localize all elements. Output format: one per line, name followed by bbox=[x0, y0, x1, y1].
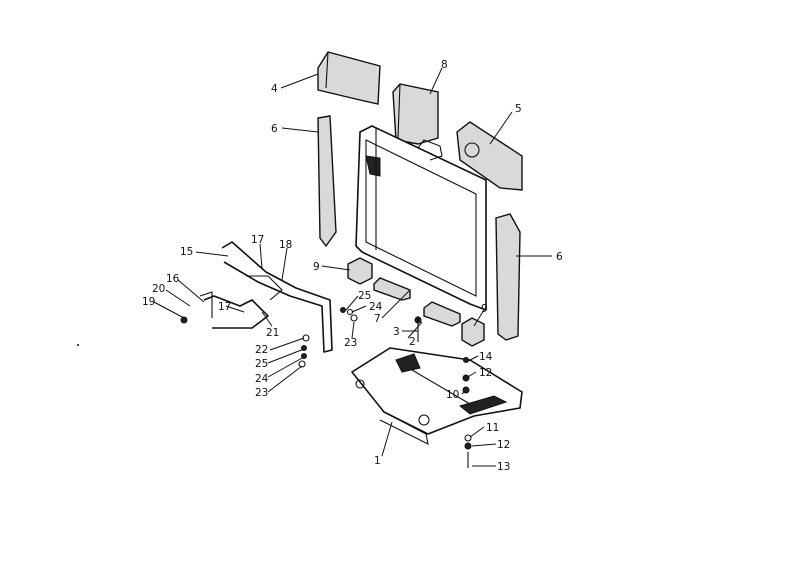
callout-13: 13 bbox=[497, 461, 510, 473]
hardware-stack-left bbox=[298, 334, 310, 368]
callout-6-left: 6 bbox=[271, 123, 278, 135]
callout-24-left: 24 bbox=[255, 373, 269, 385]
callout-3: 3 bbox=[393, 326, 400, 338]
callout-12-upper: 12 bbox=[479, 367, 492, 379]
callout-14: 14 bbox=[479, 351, 493, 363]
callout-19: 19 bbox=[142, 296, 155, 308]
rubber-pad-7b bbox=[423, 301, 461, 327]
callout-22: 22 bbox=[255, 344, 268, 356]
cushion-9-right bbox=[461, 317, 485, 347]
callout-12-lower: 12 bbox=[497, 439, 510, 451]
callout-25-left: 25 bbox=[255, 358, 268, 370]
stray-dot bbox=[77, 344, 79, 346]
leader-lines bbox=[153, 67, 552, 467]
callout-16: 16 bbox=[166, 273, 180, 285]
radiator-core bbox=[355, 125, 487, 311]
callout-21: 21 bbox=[266, 327, 279, 339]
bracket-assembly bbox=[180, 241, 333, 353]
callout-1: 1 bbox=[374, 455, 381, 467]
callout-9-right: 9 bbox=[481, 303, 488, 315]
callout-15: 15 bbox=[180, 246, 193, 258]
foam-block-5 bbox=[456, 121, 523, 191]
callout-6-right: 6 bbox=[556, 251, 563, 263]
callout-24-center: 24 bbox=[369, 301, 383, 313]
callout-25-center: 25 bbox=[358, 290, 371, 302]
callout-8: 8 bbox=[441, 59, 448, 71]
callout-17-lower: 17 bbox=[218, 301, 231, 313]
callout-23-left: 23 bbox=[255, 387, 268, 399]
callout-17-upper: 17 bbox=[251, 234, 264, 246]
callout-20: 20 bbox=[152, 283, 165, 295]
callout-labels: 1 2 3 4 5 6 6 7 8 9 9 10 11 12 12 13 14 … bbox=[142, 59, 563, 473]
callout-7: 7 bbox=[374, 313, 381, 325]
callout-11: 11 bbox=[486, 422, 499, 434]
foam-block-8 bbox=[392, 83, 439, 145]
foam-strip-6-left bbox=[317, 115, 337, 248]
cushion-9-left bbox=[347, 257, 373, 285]
callout-5: 5 bbox=[515, 103, 522, 115]
foam-block-4 bbox=[317, 51, 381, 105]
hardware-stack-center bbox=[340, 307, 422, 342]
foam-strip-6-right bbox=[495, 213, 521, 341]
callout-9-left: 9 bbox=[313, 261, 320, 273]
callout-23-center: 23 bbox=[344, 337, 357, 349]
base-plate-1 bbox=[351, 347, 523, 445]
callout-10: 10 bbox=[446, 389, 459, 401]
rubber-pad-7a bbox=[373, 277, 411, 301]
callout-4: 4 bbox=[271, 83, 278, 95]
callout-18: 18 bbox=[279, 239, 292, 251]
callout-2: 2 bbox=[409, 336, 416, 348]
